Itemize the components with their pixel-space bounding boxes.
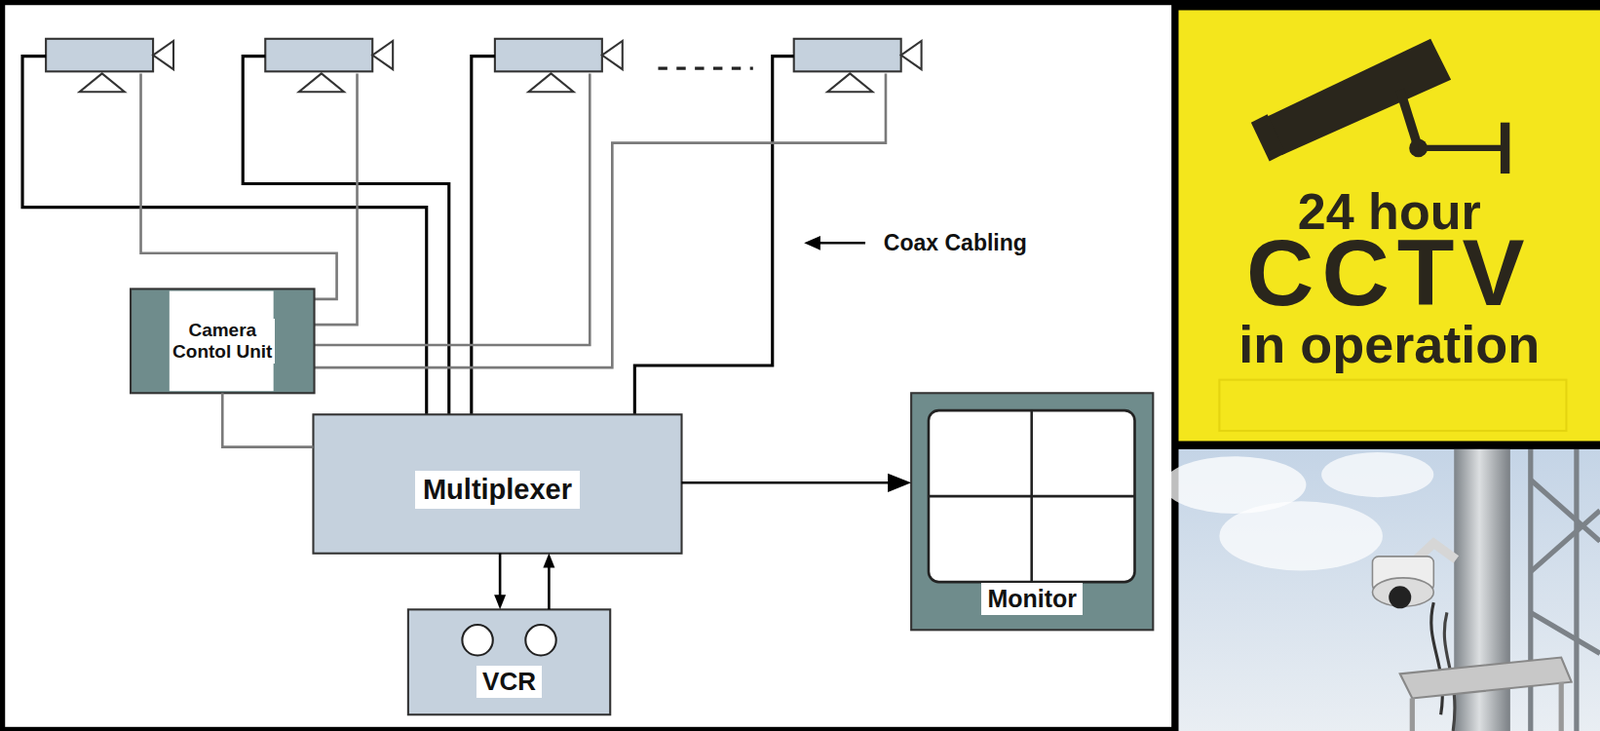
multiplexer-box: Multiplexer	[312, 414, 682, 553]
arrowhead	[542, 553, 555, 569]
ellipsis-dashes	[657, 67, 753, 71]
camera-lens	[602, 40, 623, 70]
sign-ground	[1179, 9, 1600, 441]
sign-camera-icon	[1251, 38, 1506, 174]
control-wires	[141, 73, 886, 368]
photo-bracket-leg	[1559, 682, 1564, 731]
photo-cloud	[1321, 452, 1434, 497]
signal-connector	[682, 473, 913, 493]
arrowhead	[494, 594, 506, 610]
coax-wire	[634, 56, 794, 416]
control-unit-box	[130, 288, 314, 393]
connector-line	[547, 565, 551, 610]
arrowhead	[887, 473, 912, 493]
vcr-box: VCR	[408, 609, 610, 715]
signal-connector	[222, 392, 313, 448]
screen-divider	[928, 495, 1136, 498]
camera-photo	[1163, 449, 1600, 731]
camera-lens	[372, 40, 393, 70]
control-wire	[141, 73, 338, 299]
camera-icon	[495, 38, 623, 92]
camera-icon	[794, 38, 922, 92]
signal-connector	[494, 553, 506, 610]
photo-camera-lens	[1388, 585, 1411, 609]
callout-label: Coax Cabling	[883, 229, 1028, 256]
callout-arrow	[816, 241, 866, 245]
coax-wires	[22, 56, 795, 416]
control-wire	[314, 73, 886, 368]
camera-lens	[901, 40, 922, 70]
camera-stand	[827, 73, 873, 92]
multiplexer-box	[312, 414, 682, 553]
box-label: Multiplexer	[415, 470, 580, 509]
monitor-screen	[928, 410, 1136, 582]
sign-camera-body	[1262, 38, 1451, 155]
tape-reel	[461, 624, 493, 655]
photo-cloud	[1219, 500, 1383, 571]
diagram-ground	[4, 4, 1172, 727]
signal-connector	[542, 553, 555, 610]
control-wire	[314, 73, 358, 325]
camera-icon	[265, 38, 393, 92]
connector-line	[222, 392, 313, 448]
control-wire	[314, 73, 591, 345]
sign-panel	[1219, 380, 1566, 431]
camera-body	[495, 38, 603, 73]
box-label: VCR	[476, 665, 542, 699]
vcr-box	[408, 609, 610, 715]
tape-reel	[525, 624, 556, 655]
camera-body	[794, 38, 902, 73]
sign-text: in operation	[1238, 313, 1540, 375]
monitor-box	[911, 392, 1153, 630]
coax-wire	[471, 56, 496, 416]
connector-line	[498, 553, 502, 599]
connector-line	[682, 481, 893, 485]
box-label: Monitor	[981, 582, 1083, 615]
camera-icon	[45, 38, 174, 92]
control-unit-box: Camera Contol Unit	[130, 288, 314, 393]
camera-stand	[528, 73, 573, 92]
callout-arrowhead	[803, 235, 821, 251]
camera-body	[45, 38, 153, 73]
unit-label: Camera Contol Unit	[169, 318, 275, 364]
sign-camera-lens	[1251, 114, 1287, 161]
cctv-sign: 24 hourCCTVin operation	[1179, 9, 1600, 441]
sign-camera-arm	[1418, 145, 1506, 152]
camera-stand	[79, 73, 125, 92]
camera-body	[265, 38, 373, 73]
sign-camera-wallplate	[1500, 122, 1510, 174]
photo-scaffold	[1530, 449, 1600, 731]
camera-stand	[299, 73, 344, 92]
photo-bracket	[1400, 657, 1572, 699]
sign-text: CCTV	[1246, 219, 1532, 327]
camera-lens	[152, 40, 174, 70]
photo-bracket-leg	[1409, 697, 1415, 731]
coax-wire	[22, 56, 427, 416]
photo-cable	[1431, 602, 1444, 715]
monitor-box: Monitor	[911, 392, 1153, 630]
